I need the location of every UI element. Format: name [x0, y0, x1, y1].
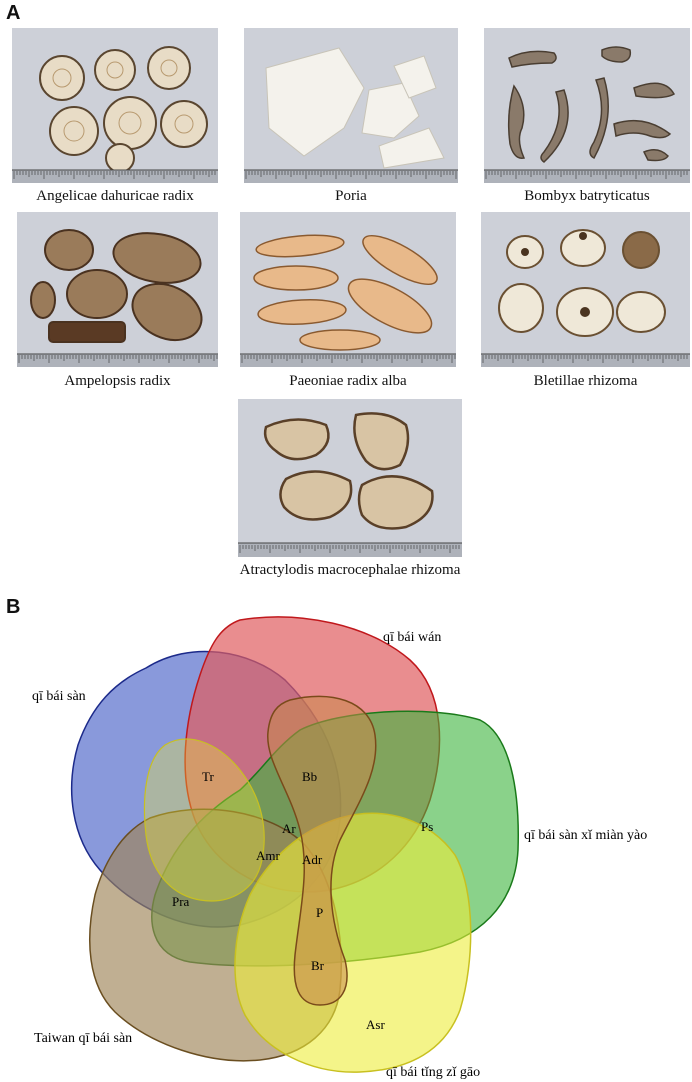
specimen-br: Bletillae rhizoma	[481, 212, 690, 389]
venn-region-label: Pra	[172, 894, 190, 909]
specimen-poria: Poria	[244, 28, 458, 204]
specimen-caption: Atractylodis macrocephalae rhizoma	[239, 562, 461, 578]
venn-diagram: qī bái wán qī bái sàn qī bái sàn xǐ miàn…	[32, 616, 647, 1080]
specimen-photo	[17, 212, 218, 367]
venn-region-label: Adr	[302, 852, 323, 867]
venn-region-label: Ar	[282, 821, 296, 836]
venn-label: qī bái wán	[383, 630, 441, 645]
venn-set-qi-bai-ting-zi-gao	[234, 812, 472, 1073]
specimen-bb: Bombyx batryticatus	[484, 28, 690, 204]
venn-region-label: Bb	[302, 769, 317, 784]
specimen-amr2: Atractylodis macrocephalae rhizoma	[238, 399, 462, 578]
venn-set-yellow-arm	[143, 738, 265, 902]
specimen-caption: Poria	[335, 188, 367, 204]
specimen-photo	[244, 28, 458, 183]
specimen-caption: Ampelopsis radix	[64, 373, 171, 389]
specimen-caption: Bombyx batryticatus	[524, 188, 650, 204]
venn-region-label: P	[316, 905, 323, 920]
specimen-caption: Bletillae rhizoma	[533, 373, 638, 389]
specimen-photo	[484, 28, 690, 183]
venn-region-label: Asr	[366, 1017, 385, 1032]
panel-b-label: B	[6, 596, 21, 618]
specimen-photo	[481, 212, 690, 367]
venn-label: qī bái sàn xǐ miàn yào	[524, 828, 647, 843]
specimen-photo	[12, 28, 218, 183]
specimen-caption: Angelicae dahuricae radix	[36, 188, 194, 204]
venn-region-label: Amr	[256, 848, 281, 863]
venn-label: qī bái sàn	[32, 689, 86, 704]
venn-region-label: Ps	[421, 819, 433, 834]
specimen-caption: Paeoniae radix alba	[289, 373, 407, 389]
specimen-adr: Angelicae dahuricae radix	[12, 28, 218, 204]
venn-label: Taiwan qī bái sàn	[34, 1031, 132, 1046]
specimen-photo	[238, 399, 462, 557]
specimen-amr: Ampelopsis radix	[17, 212, 218, 389]
panel-a-label: A	[6, 2, 21, 24]
venn-label: qī bái tǐng zǐ gāo	[386, 1065, 480, 1080]
venn-region-label: Br	[311, 958, 325, 973]
venn-region-label: Tr	[202, 769, 214, 784]
specimen-photo	[240, 212, 456, 367]
venn-set-orange	[267, 695, 377, 1006]
specimen-pra: Paeoniae radix alba	[240, 212, 456, 389]
